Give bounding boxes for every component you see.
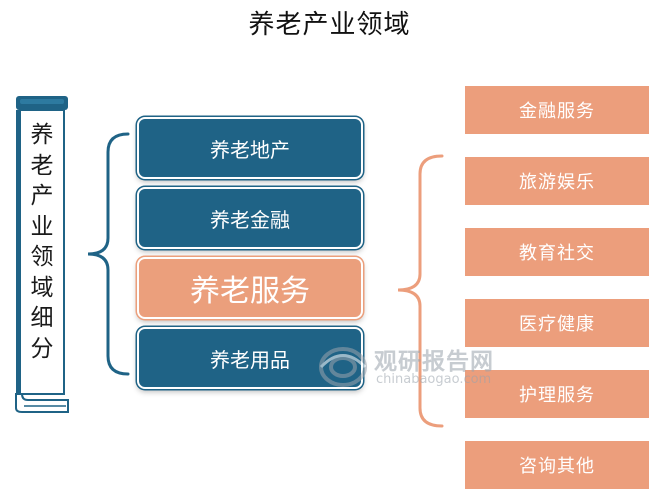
scroll-label-char: 域: [30, 274, 54, 301]
service-box-consulting: 咨询其他: [465, 441, 649, 489]
scroll-label-char: 细: [30, 305, 54, 331]
service-box-education: 教育社交: [465, 228, 649, 276]
scroll-label-char: 领: [30, 244, 54, 270]
watermark-en-text: chinabaogao.com: [376, 372, 492, 387]
category-box-services: 养老服务: [137, 257, 363, 319]
left-brace: [87, 132, 130, 376]
scroll-frame-graphic: [15, 96, 69, 413]
scroll-vertical-label: 养老产业领域细分: [28, 120, 56, 364]
service-box-medical: 医疗健康: [465, 299, 649, 347]
service-box-nursing: 护理服务: [465, 370, 649, 418]
watermark: 观研报告网 chinabaogao.com: [318, 340, 518, 394]
scroll-banner: 养老产业领域细分: [14, 96, 70, 414]
scroll-label-char: 产: [30, 183, 54, 209]
watermark-cn-text: 观研报告网: [374, 349, 494, 375]
watermark-logo-icon: [319, 347, 367, 387]
right-brace: [397, 154, 444, 428]
category-box-finance: 养老金融: [137, 187, 363, 249]
scroll-label-char: 分: [30, 335, 54, 362]
service-box-travel: 旅游娱乐: [465, 157, 649, 205]
service-box-finance: 金融服务: [465, 86, 649, 134]
scroll-label-char: 养: [30, 122, 54, 148]
scroll-label-char: 业: [30, 213, 54, 240]
scroll-label-char: 老: [30, 152, 54, 179]
category-box-real-estate: 养老地产: [137, 117, 363, 179]
diagram-title: 养老产业领域: [248, 10, 411, 40]
